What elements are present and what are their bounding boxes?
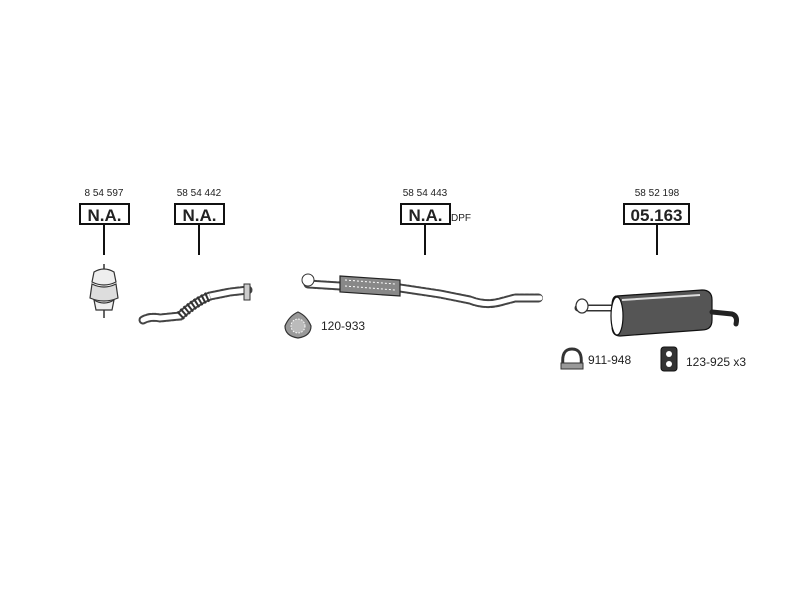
part-label-2[interactable]: N.A. <box>174 203 225 225</box>
clamp-label[interactable]: 911-948 <box>588 353 632 367</box>
leader-line-3 <box>424 225 426 255</box>
part-code-1: 8 54 597 <box>84 188 124 199</box>
part-label-3[interactable]: N.A. <box>400 203 451 225</box>
leader-line-2 <box>198 225 200 255</box>
leader-line-1 <box>103 225 105 255</box>
clamp-icon <box>560 347 584 370</box>
dpf-pipe-icon <box>301 273 545 309</box>
hanger-mount-icon <box>89 264 119 318</box>
gasket-label[interactable]: 120-933 <box>321 319 366 333</box>
front-pipe-icon <box>138 283 253 325</box>
rubber-hanger-label[interactable]: 123-925 x3 <box>686 355 747 369</box>
part-code-4: 58 52 198 <box>634 188 680 199</box>
rubber-hanger-icon <box>660 346 678 372</box>
gasket-icon <box>284 311 312 339</box>
part-note-dpf: DPF <box>451 213 471 224</box>
part-label-4[interactable]: 05.163 <box>623 203 690 225</box>
leader-line-4 <box>656 225 658 255</box>
part-code-3: 58 54 443 <box>402 188 448 199</box>
part-label-1[interactable]: N.A. <box>79 203 130 225</box>
part-code-2: 58 54 442 <box>176 188 222 199</box>
rear-silencer-icon <box>574 289 739 337</box>
